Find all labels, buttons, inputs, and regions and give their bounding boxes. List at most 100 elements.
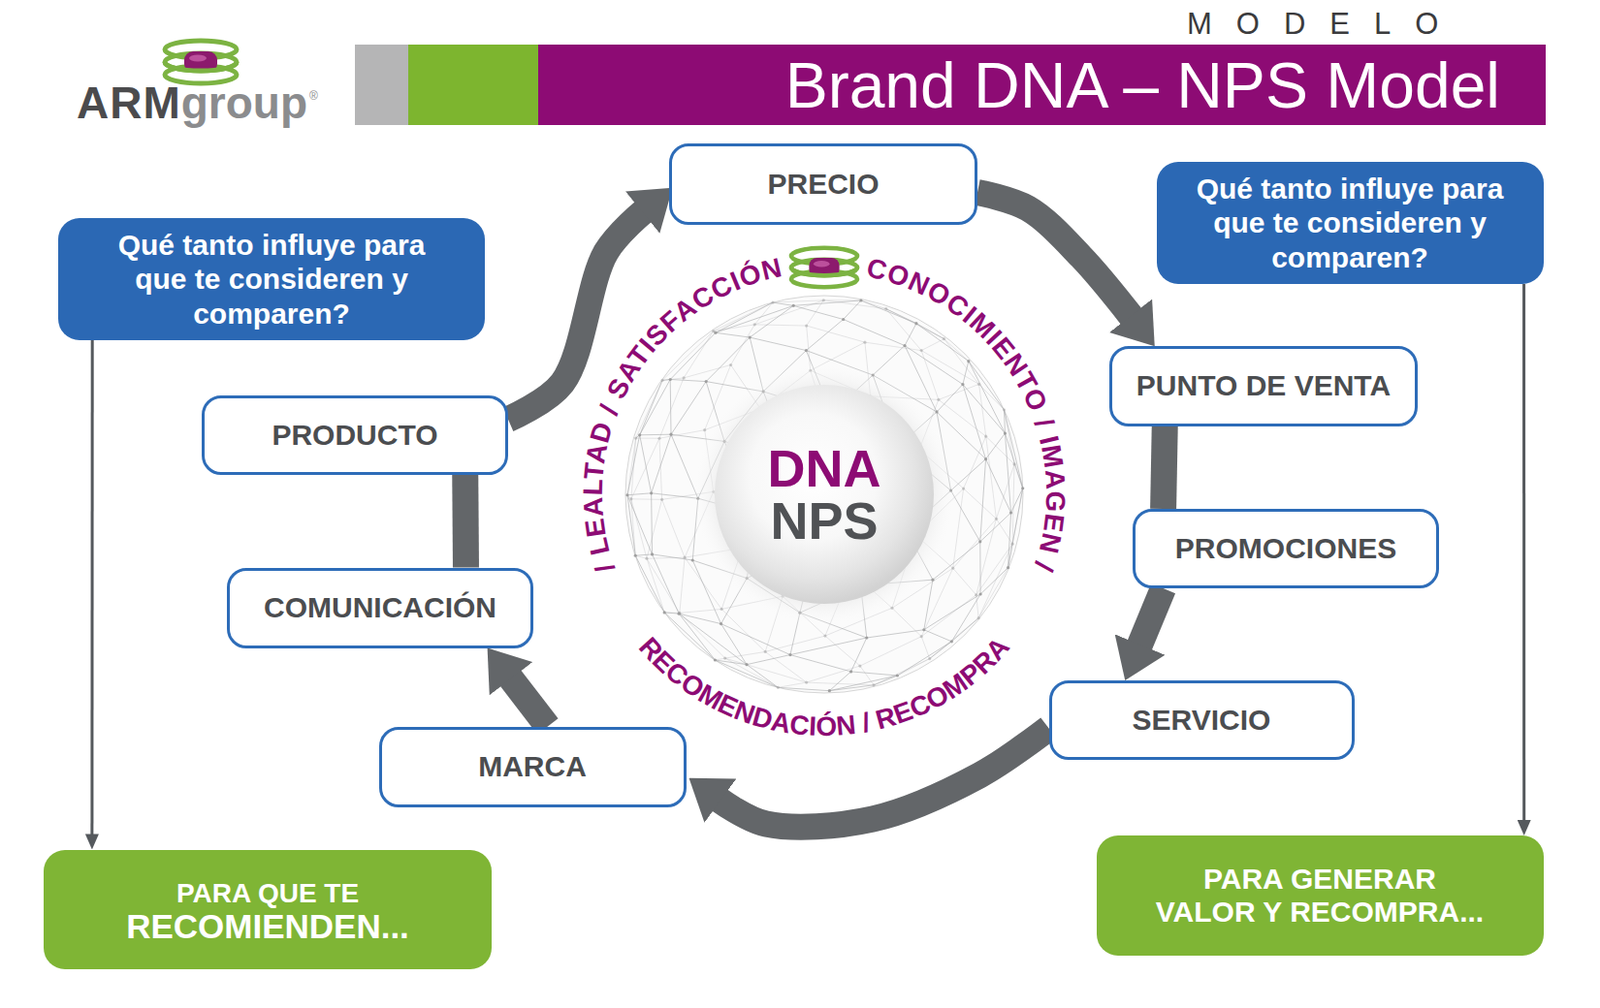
network-line — [715, 332, 750, 338]
network-line — [679, 557, 685, 613]
network-dot — [994, 517, 998, 521]
network-line — [843, 319, 905, 346]
network-line — [664, 611, 680, 614]
network-dot — [974, 593, 978, 597]
network-dot — [776, 686, 780, 690]
network-line — [963, 436, 987, 489]
network-dot — [650, 552, 654, 556]
network-line — [962, 384, 987, 460]
network-dot — [858, 664, 862, 668]
network-line — [659, 430, 705, 440]
network-line — [664, 612, 679, 614]
network-line — [979, 384, 987, 437]
network-line — [635, 554, 652, 556]
network-line — [714, 660, 778, 688]
core-sphere-label: DNANPS — [717, 431, 931, 558]
ring-keywords: / LEALTAD / SATISFACCIÓNCONOCIMIENTO / I… — [577, 252, 1071, 742]
network-line — [886, 309, 922, 352]
network-line — [635, 555, 647, 559]
network-line — [1012, 464, 1015, 544]
network-line — [678, 613, 715, 661]
network-line — [995, 518, 1013, 544]
network-line — [713, 324, 756, 332]
network-line — [951, 594, 981, 642]
network-dot — [960, 383, 964, 386]
factor-box: SERVICIO — [1049, 680, 1355, 761]
question-box: Qué tanto influye para que te consideren… — [58, 218, 485, 341]
network-dot — [1012, 462, 1016, 466]
network-line — [670, 379, 706, 382]
network-dot — [691, 558, 695, 562]
network-line — [806, 325, 865, 343]
core-sphere-label-text: DNA — [768, 442, 882, 495]
network-dot — [977, 383, 981, 386]
network-line — [938, 384, 980, 400]
network-line — [978, 544, 1013, 618]
header-bar — [354, 44, 409, 126]
network-dot — [864, 636, 868, 640]
network-dot — [1002, 408, 1006, 412]
model-kicker: MODELO — [1186, 7, 1463, 41]
network-dot — [753, 322, 757, 326]
network-line — [986, 436, 1015, 465]
network-dot — [936, 398, 940, 402]
network-line — [646, 557, 685, 559]
network-dot — [711, 329, 715, 333]
factor-box-text: PRECIO — [767, 167, 879, 202]
network-dot — [884, 307, 888, 311]
ring-keyword: CONOCIMIENTO / IMAGEN / — [864, 252, 1071, 576]
network-dot — [928, 657, 931, 661]
network-dot — [984, 435, 988, 439]
network-line — [713, 302, 773, 332]
network-dot — [841, 318, 845, 321]
network-line — [627, 495, 636, 556]
factor-box: COMUNICACIÓN — [226, 568, 534, 649]
network-line — [731, 324, 756, 366]
network-line — [929, 618, 979, 660]
network-line — [860, 637, 922, 667]
network-dot — [660, 379, 664, 383]
factor-box: PRECIO — [669, 143, 978, 225]
logo-ring — [164, 62, 237, 71]
network-line — [659, 378, 684, 439]
flow-arrow — [510, 677, 548, 728]
flow-arrow — [718, 728, 1049, 828]
network-line — [631, 499, 647, 559]
factor-box-text: COMUNICACIÓN — [263, 591, 497, 626]
network-line — [944, 339, 980, 385]
network-dot — [961, 486, 965, 490]
network-line — [980, 512, 1012, 543]
network-line — [790, 638, 867, 656]
network-dot — [1006, 566, 1010, 570]
network-line — [873, 659, 930, 686]
network-dot — [1010, 543, 1014, 546]
logo-icon — [164, 40, 237, 84]
question-box: Qué tanto influye para que te consideren… — [1156, 161, 1544, 285]
network-dot — [859, 298, 863, 302]
network-dot — [638, 433, 641, 437]
network-dot — [720, 608, 724, 611]
network-dot — [804, 681, 808, 685]
network-line — [659, 438, 663, 500]
factor-box-text: PROMOCIONES — [1175, 532, 1397, 567]
outcome-box-text: PARA QUE TE RECOMIENDEN... — [112, 873, 423, 946]
network-line — [721, 624, 791, 656]
network-dot — [977, 616, 981, 620]
network-line — [1004, 433, 1011, 513]
brand-wordmark: group — [181, 80, 308, 126]
network-line — [627, 438, 637, 496]
network-dot — [914, 321, 918, 325]
network-line — [921, 351, 979, 385]
network-dot — [744, 663, 748, 667]
network-line — [921, 637, 929, 660]
guide-arrow — [1522, 284, 1526, 822]
network-dot — [920, 635, 924, 639]
network-dot — [828, 689, 832, 693]
network-line — [1003, 410, 1023, 489]
network-line — [916, 323, 969, 362]
network-dot — [788, 653, 792, 657]
network-line — [829, 675, 897, 692]
network-dot — [792, 304, 796, 308]
network-dot — [1021, 486, 1024, 490]
